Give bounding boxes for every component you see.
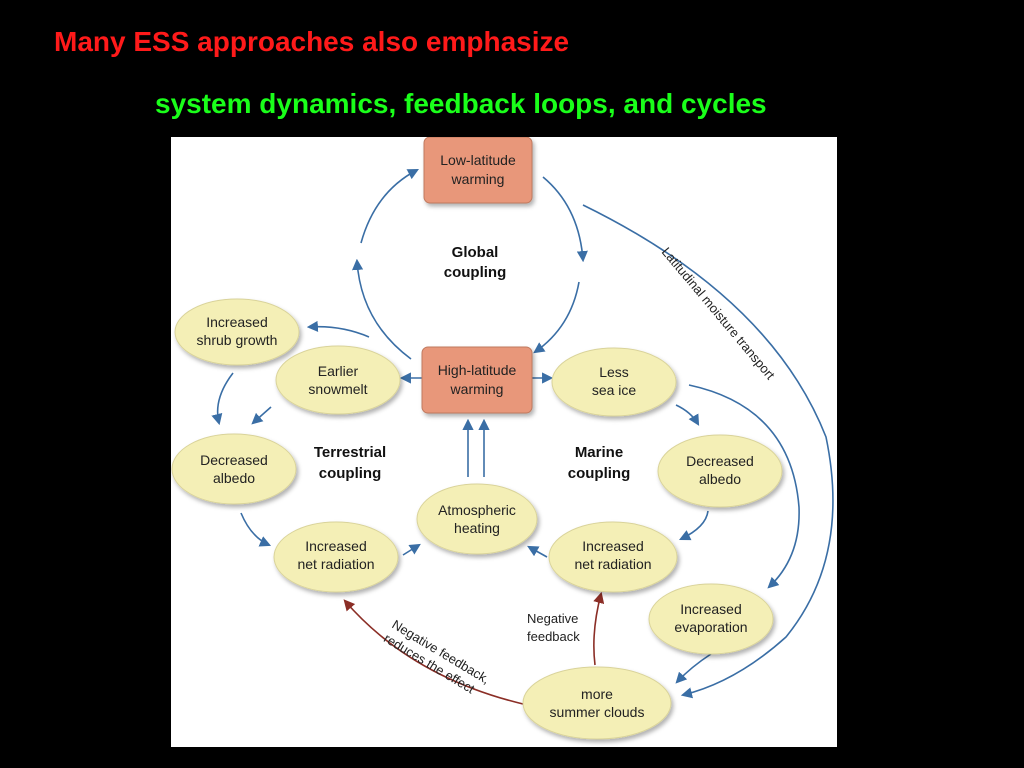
arrow-global-left-to-low-lat [360, 168, 419, 244]
diagram-arrows [211, 168, 834, 699]
slide-title-line-2: system dynamics, feedback loops, and cyc… [155, 88, 767, 119]
arrow-less-ice-to-evap [688, 384, 800, 589]
arrow-netrad-left-to-atmos [402, 543, 421, 556]
arrow-shrub-to-albedo [211, 372, 234, 426]
arrow-albedo-to-netrad-left [240, 512, 272, 547]
arrow-snowmelt-to-shrub [306, 320, 370, 338]
arrow-netrad-right-to-atmos [527, 545, 548, 558]
arrow-high-lat-to-low-lat-left [352, 258, 412, 360]
arrow-low-lat-to-right-arc [542, 176, 588, 263]
arrow-albedo-right-to-netrad [678, 510, 709, 541]
arrow-moisture-transport [582, 204, 834, 699]
arrow-less-ice-to-albedo-right [675, 404, 700, 426]
slide-title-line-1: Many ESS approaches also emphasize [54, 26, 570, 57]
negative-feedback-arrows [343, 591, 605, 705]
arrow-clouds-to-netrad-right [593, 591, 605, 666]
arrow-clouds-to-netrad-left [343, 599, 524, 705]
arrow-snowmelt-to-albedo [251, 406, 272, 425]
arrow-right-arc-to-high-lat [533, 281, 580, 354]
arrow-evap-to-clouds [675, 653, 712, 684]
